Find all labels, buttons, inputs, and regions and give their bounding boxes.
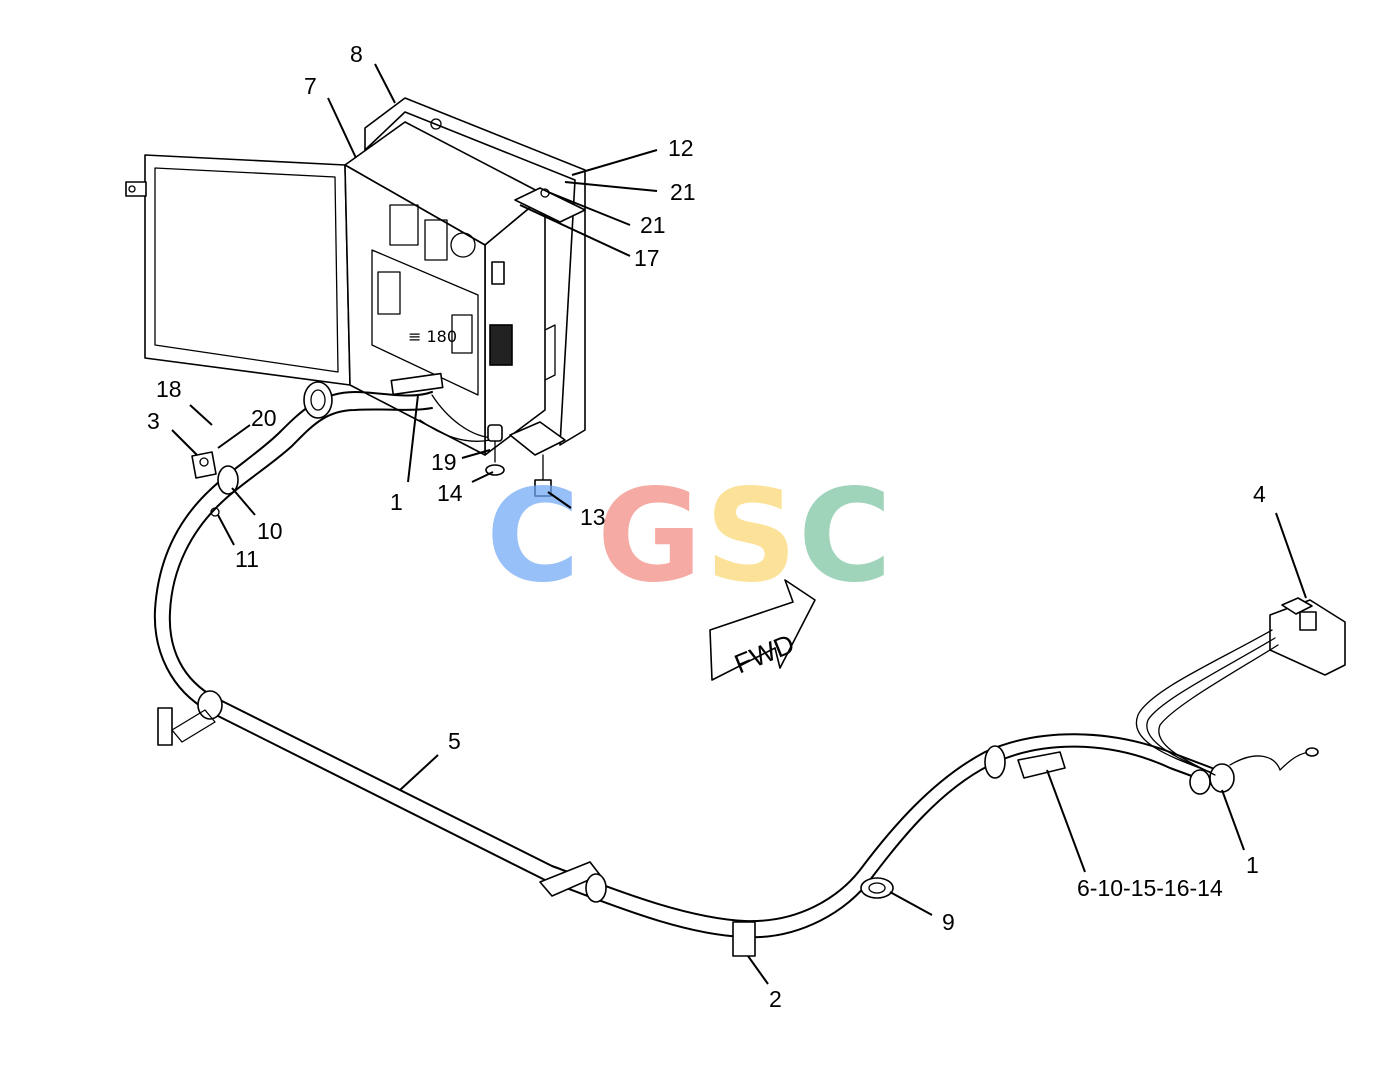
callout-1-box: 1 [390, 489, 403, 515]
callout-9: 9 [942, 909, 955, 935]
callout-12: 12 [668, 135, 694, 161]
callout-6-10-15-16-14: 6-10-15-16-14 [1077, 875, 1223, 901]
callout-20: 20 [251, 405, 277, 431]
interior-label-mark: ≡ 180 [408, 327, 457, 346]
callout-5: 5 [448, 728, 461, 754]
callout-21-lower: 21 [640, 212, 666, 238]
callout-1-switch: 1 [1246, 852, 1259, 878]
fwd-direction-arrow: FWD [709, 579, 816, 681]
enclosure-door [125, 154, 351, 386]
watermark: C G S C [486, 462, 892, 611]
callout-14: 14 [437, 480, 463, 506]
callout-8: 8 [350, 41, 363, 67]
callout-3: 3 [147, 408, 160, 434]
tube-clamps [157, 372, 1235, 957]
watermark-letter-s: S [705, 462, 797, 611]
enclosure-box: ≡ 180 [344, 121, 556, 456]
callout-11: 11 [235, 546, 259, 572]
mounting-bracket [364, 97, 586, 456]
callout-17: 17 [634, 245, 660, 271]
switch-assembly [1135, 597, 1346, 776]
watermark-letter-c2: C [798, 462, 892, 611]
callout-21-upper: 21 [670, 179, 696, 205]
watermark-letter-g: G [597, 462, 702, 611]
callout-labels: 8 7 12 21 21 17 18 3 20 10 11 19 14 1 13… [147, 41, 1266, 1012]
leader-lines [171, 63, 1307, 985]
callout-18: 18 [156, 376, 182, 402]
callout-10: 10 [257, 518, 283, 544]
callout-19: 19 [431, 449, 457, 475]
callout-13: 13 [580, 504, 606, 530]
callout-4: 4 [1253, 481, 1266, 507]
callout-2: 2 [769, 986, 782, 1012]
callout-7: 7 [304, 73, 317, 99]
watermark-letter-c1: C [486, 462, 580, 611]
